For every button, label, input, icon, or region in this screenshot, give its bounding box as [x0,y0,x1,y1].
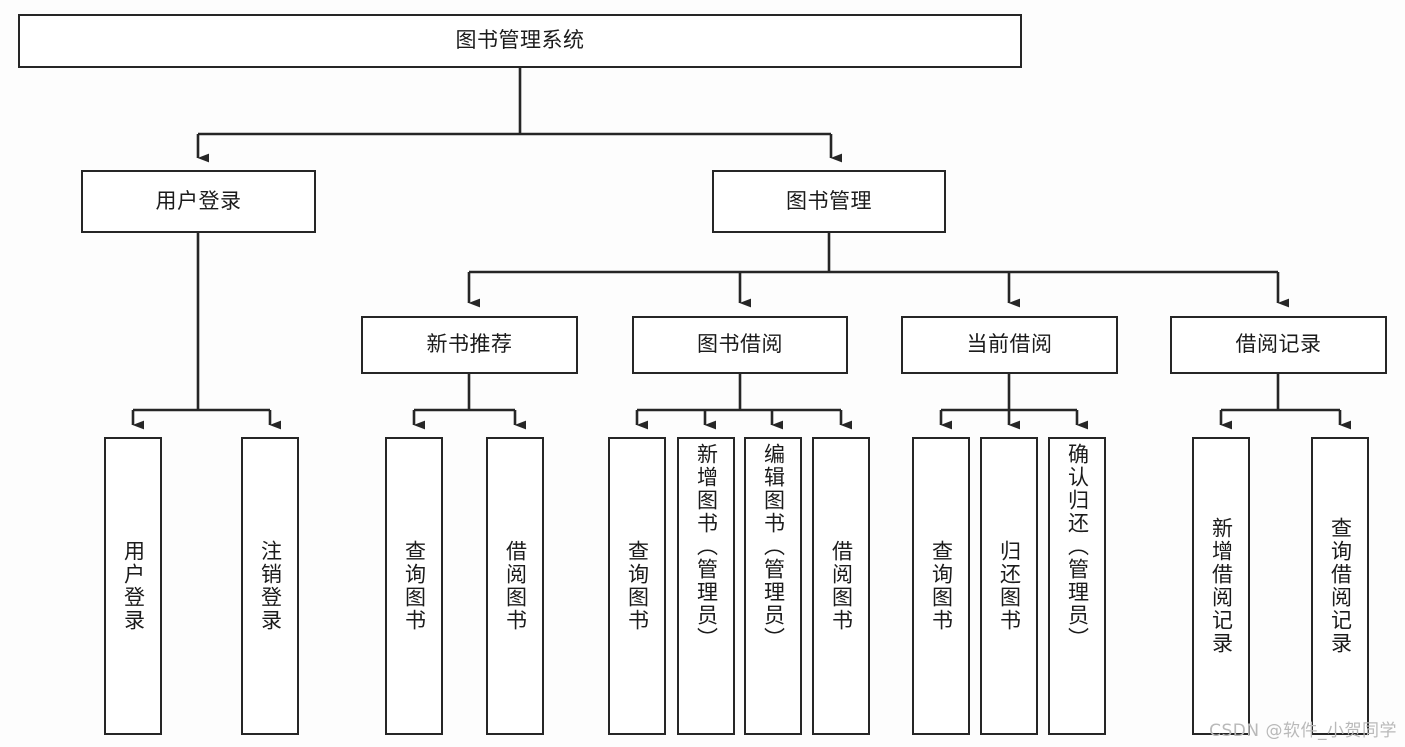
node-label: 借阅图书 [829,540,854,632]
node-current-borrow[interactable]: 当前借阅 [901,316,1118,374]
node-label: 查询借阅记录 [1328,517,1353,655]
leaf-query-book-recommend[interactable]: 查询图书 [385,437,443,735]
node-label: 新增借阅记录 [1209,517,1234,655]
node-label: 图书管理 [786,188,872,213]
node-borrow-record[interactable]: 借阅记录 [1170,316,1387,374]
node-label: 归还图书 [997,540,1022,632]
node-label: 查询图书 [402,540,427,632]
node-label: 用户登录 [121,540,146,632]
node-label: 注销登录 [258,540,283,632]
node-label: 图书管理系统 [455,28,585,53]
node-user-login[interactable]: 用户登录 [81,170,316,233]
leaf-query-book-borrow[interactable]: 查询图书 [608,437,666,735]
leaf-return-book[interactable]: 归还图书 [980,437,1038,735]
node-label: 用户登录 [155,188,242,213]
node-label: 借阅图书 [503,540,528,632]
leaf-query-borrow-record[interactable]: 查询借阅记录 [1311,437,1369,735]
leaf-confirm-return-admin[interactable]: 确认归还（管理员） [1048,437,1106,735]
node-label: 编辑图书（管理员） [761,443,786,650]
node-label: 当前借阅 [966,332,1053,357]
node-label: 查询图书 [625,540,650,632]
csdn-watermark: CSDN @软件_小贺同学 [1209,721,1397,741]
leaf-borrow-book-recommend[interactable]: 借阅图书 [486,437,544,735]
leaf-logout-login[interactable]: 注销登录 [241,437,299,735]
node-label: 新书推荐 [426,332,513,357]
node-label: 查询图书 [929,540,954,632]
node-book-management[interactable]: 图书管理 [712,170,946,233]
leaf-borrow-book-borrow[interactable]: 借阅图书 [812,437,870,735]
node-label: 借阅记录 [1235,332,1322,357]
node-label: 确认归还（管理员） [1065,443,1090,650]
node-label: 图书借阅 [697,332,783,357]
leaf-user-login[interactable]: 用户登录 [104,437,162,735]
node-book-borrow[interactable]: 图书借阅 [632,316,848,374]
leaf-add-borrow-record[interactable]: 新增借阅记录 [1192,437,1250,735]
leaf-edit-book-admin[interactable]: 编辑图书（管理员） [744,437,802,735]
node-root-book-management-system[interactable]: 图书管理系统 [18,14,1022,68]
node-new-book-recommend[interactable]: 新书推荐 [361,316,578,374]
leaf-add-book-admin[interactable]: 新增图书（管理员） [677,437,735,735]
node-label: 新增图书（管理员） [694,443,719,650]
leaf-query-book-current[interactable]: 查询图书 [912,437,970,735]
